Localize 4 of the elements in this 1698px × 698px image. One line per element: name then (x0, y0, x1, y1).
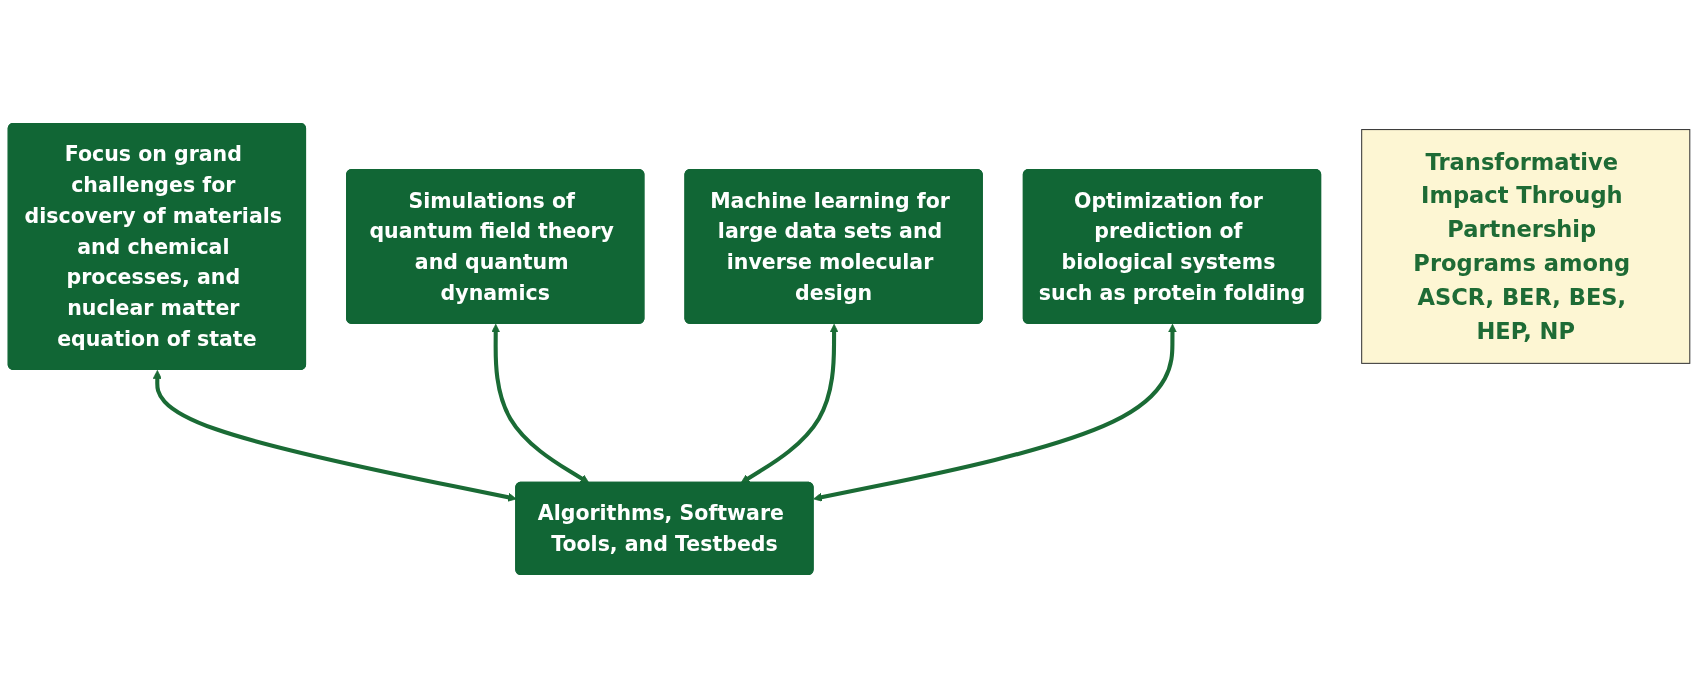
arrow (740, 323, 839, 484)
node-box: Transformative Impact Through Partnership Programs among ASCR, BER, BES, HEP, NP (1361, 129, 1691, 364)
arrow (491, 323, 590, 484)
arrow (813, 323, 1177, 502)
